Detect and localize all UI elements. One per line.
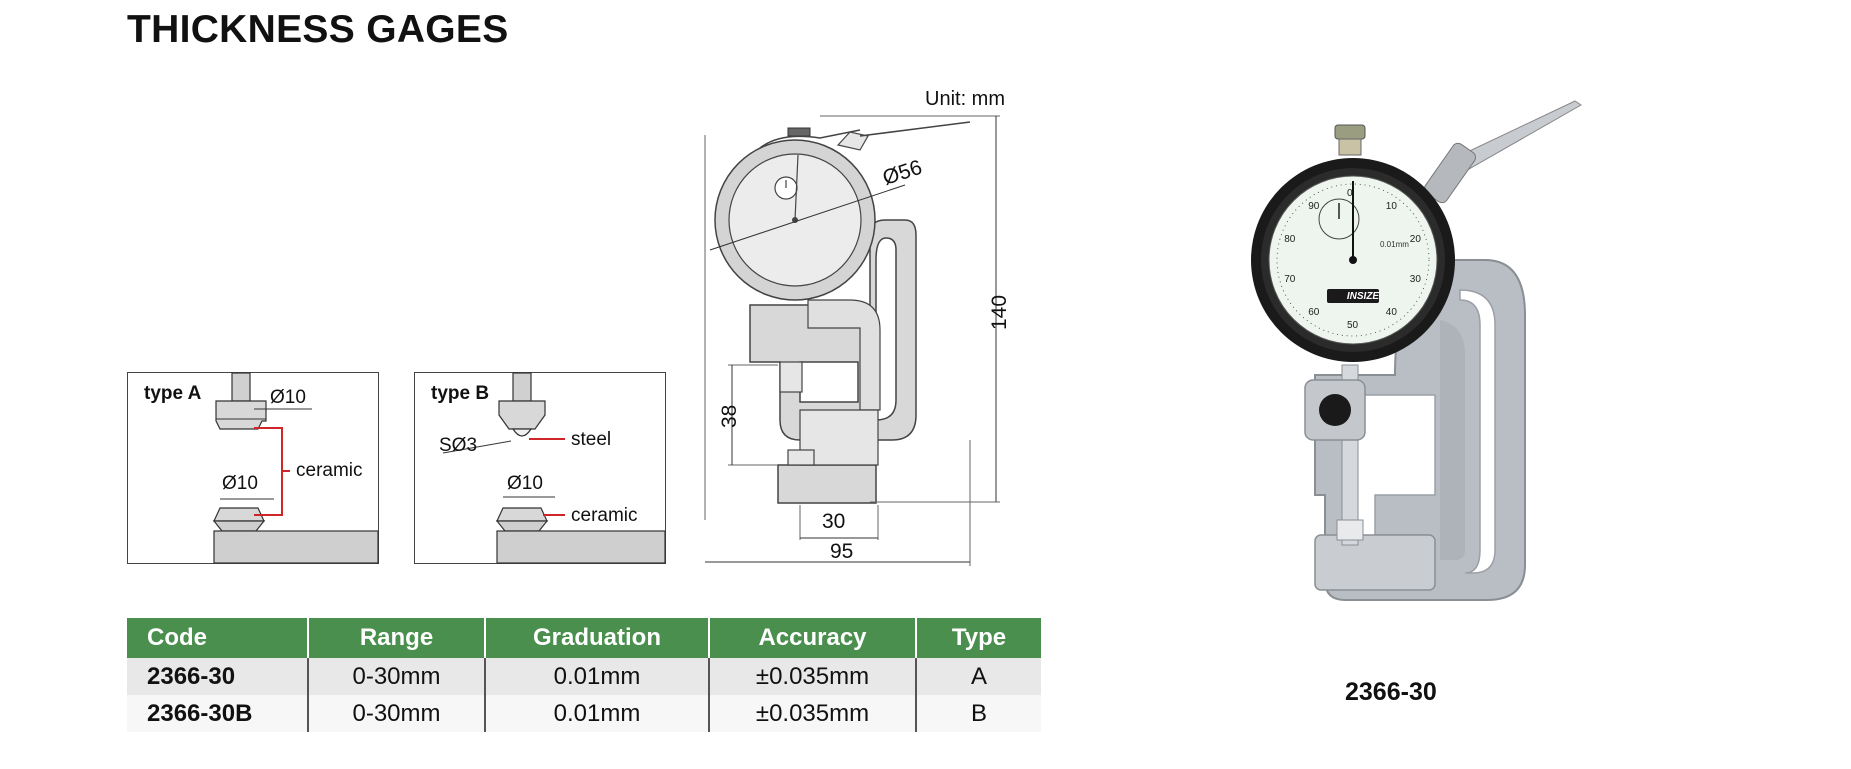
- dial-number: 10: [1385, 200, 1397, 212]
- product-photo: [1251, 100, 1582, 601]
- cell-type: B: [915, 695, 1041, 732]
- cell-range: 0-30mm: [307, 695, 485, 732]
- type-a-material: ceramic: [296, 460, 363, 481]
- dial-number: 40: [1385, 307, 1397, 319]
- header-type: Type: [915, 618, 1041, 658]
- type-a-drawing: [212, 372, 379, 564]
- table-header-row: Code Range Graduation Accuracy Type: [127, 618, 1041, 658]
- type-b-sphere: SØ3: [439, 435, 478, 456]
- cell-graduation: 0.01mm: [484, 658, 709, 695]
- type-b-detail: type B SØ3 steel Ø10 ceramic: [414, 372, 666, 564]
- type-a-dia-top: Ø10: [270, 387, 306, 408]
- unit-label: Unit: mm: [925, 88, 1005, 110]
- cell-code: 2366-30B: [127, 695, 308, 732]
- dial-number: 20: [1409, 233, 1421, 245]
- table-row: 2366-30B 0-30mm 0.01mm ±0.035mm B: [127, 695, 1041, 732]
- dial-number: 90: [1308, 200, 1320, 212]
- technical-drawing: [704, 115, 1000, 566]
- dial-number: 80: [1284, 233, 1296, 245]
- type-b-material-bottom: ceramic: [571, 505, 638, 526]
- header-accuracy: Accuracy: [708, 618, 916, 658]
- table-row: 2366-30 0-30mm 0.01mm ±0.035mm A: [127, 658, 1041, 695]
- cell-graduation: 0.01mm: [484, 695, 709, 732]
- dial-number: 50: [1347, 320, 1359, 331]
- header-graduation: Graduation: [484, 618, 709, 658]
- dial-number: 60: [1308, 307, 1320, 319]
- width-dimension-label: 95: [830, 540, 854, 563]
- height-dimension-label: 140: [988, 294, 1011, 330]
- throat-dimension-label: 30: [822, 510, 846, 533]
- photo-caption: 2366-30: [1345, 678, 1437, 706]
- header-code: Code: [127, 618, 308, 658]
- type-a-dia-bottom: Ø10: [222, 473, 258, 494]
- dial-number: 30: [1409, 274, 1421, 286]
- cell-type: A: [915, 658, 1041, 695]
- type-b-material-top: steel: [571, 429, 612, 450]
- header-range: Range: [307, 618, 485, 658]
- type-b-label: type B: [431, 383, 490, 404]
- type-b-drawing: [442, 372, 666, 564]
- depth-dimension-label: 38: [718, 404, 741, 428]
- brand-logo: INSIZE: [1346, 291, 1380, 302]
- cell-accuracy: ±0.035mm: [708, 695, 916, 732]
- cell-range: 0-30mm: [307, 658, 485, 695]
- dial-small-text: 0.01mm: [1380, 240, 1409, 249]
- page-title: THICKNESS GAGES: [127, 8, 509, 51]
- dial-number: 0: [1347, 188, 1353, 199]
- cell-code: 2366-30: [127, 658, 308, 695]
- type-a-label: type A: [144, 383, 202, 404]
- spec-table: Code Range Graduation Accuracy Type 2366…: [127, 618, 1041, 732]
- type-a-detail: type A Ø10 Ø10 ceramic: [127, 372, 379, 564]
- type-b-dia-bottom: Ø10: [507, 473, 543, 494]
- cell-accuracy: ±0.035mm: [708, 658, 916, 695]
- dial-number: 70: [1284, 274, 1296, 286]
